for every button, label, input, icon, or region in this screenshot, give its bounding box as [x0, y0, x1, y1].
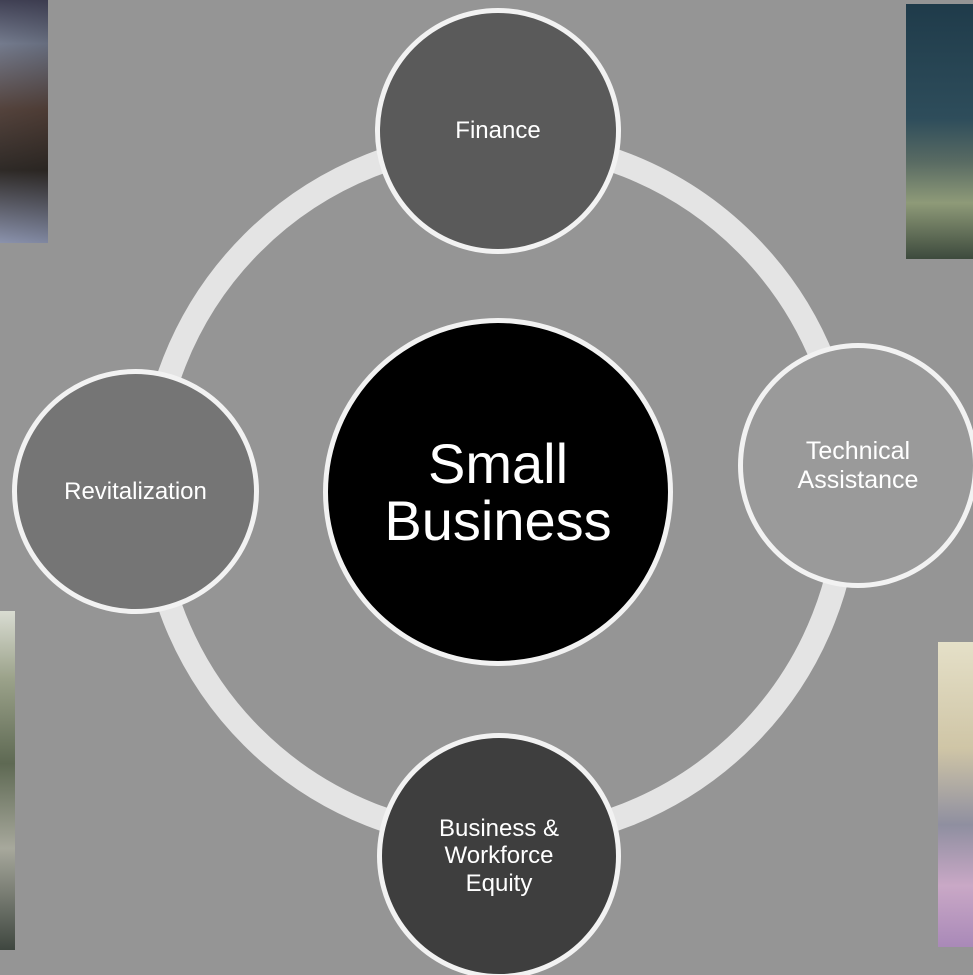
finance-node: Finance	[375, 8, 621, 254]
revitalization-node: Revitalization	[12, 369, 259, 614]
photo-fragment-bottom-right	[938, 642, 973, 947]
photo-fragment-bottom-left	[0, 611, 15, 950]
small-business-center-node: Small Business	[323, 318, 673, 666]
business-workforce-equity-node: Business & Workforce Equity	[377, 733, 621, 975]
business-workforce-equity-label: Business & Workforce Equity	[438, 814, 560, 897]
revitalization-label: Revitalization	[64, 477, 207, 505]
photo-fragment-top-left	[0, 0, 48, 243]
technical-assistance-label: Technical Assistance	[797, 436, 919, 494]
technical-assistance-node: Technical Assistance	[738, 343, 973, 588]
small-business-title: Small Business	[384, 431, 612, 552]
finance-label: Finance	[455, 117, 541, 145]
photo-fragment-top-right	[906, 4, 973, 259]
